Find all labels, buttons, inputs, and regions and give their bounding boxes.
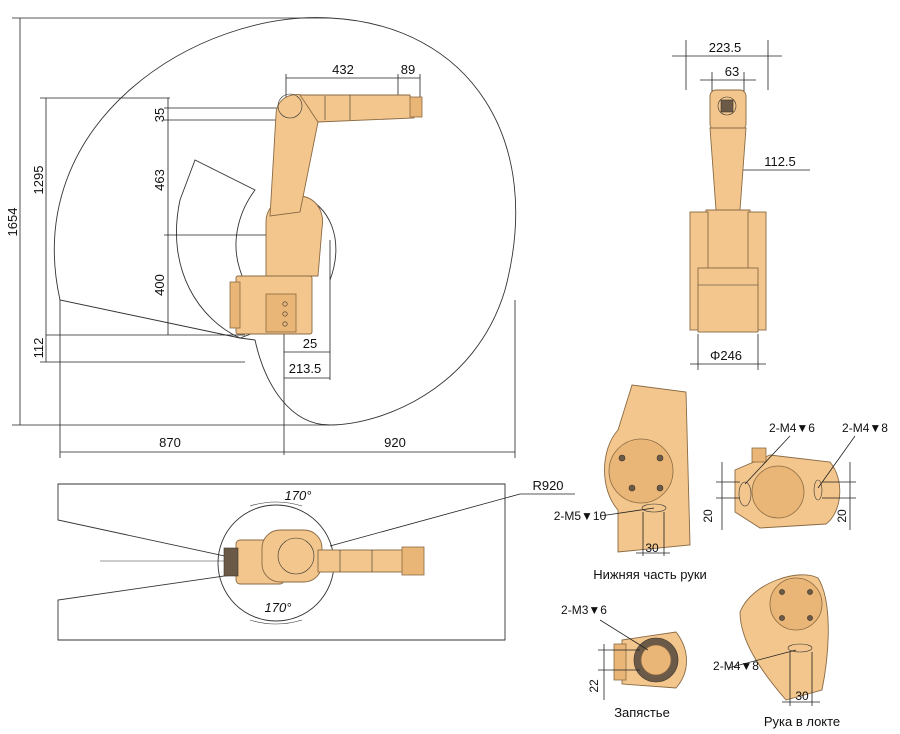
side-view-robot bbox=[229, 93, 423, 335]
wrist-detail bbox=[598, 619, 687, 700]
dim-r920: R920 bbox=[532, 478, 563, 493]
dim-20-right: 20 bbox=[835, 509, 849, 523]
dim-30-elbow: 30 bbox=[795, 689, 809, 703]
label-m5: 2-M5▼10 bbox=[554, 509, 607, 523]
dim-1295: 1295 bbox=[31, 166, 46, 195]
dim-112: 112 bbox=[31, 338, 46, 359]
side-view-dimension-lines bbox=[12, 17, 516, 458]
dim-phi246: Φ246 bbox=[710, 348, 742, 363]
arm-side-detail bbox=[716, 435, 856, 530]
dim-1654: 1654 bbox=[5, 208, 20, 237]
dim-920: 920 bbox=[384, 435, 406, 450]
lower-arm-detail bbox=[599, 384, 691, 556]
label-m3: 2-M3▼6 bbox=[561, 603, 607, 617]
dim-112-5: 112.5 bbox=[764, 154, 796, 169]
dim-63: 63 bbox=[725, 64, 739, 79]
dim-870: 870 bbox=[159, 435, 181, 450]
dim-213-5: 213.5 bbox=[289, 361, 322, 376]
caption-elbow: Рука в локте bbox=[764, 714, 840, 729]
dim-223-5: 223.5 bbox=[709, 40, 742, 55]
dim-30-lower: 30 bbox=[645, 541, 659, 555]
label-m4-6: 2-M4▼6 bbox=[769, 421, 815, 435]
angle-170-bottom: 170° bbox=[265, 600, 292, 615]
label-m4-8-top: 2-M4▼8 bbox=[842, 421, 888, 435]
dim-25: 25 bbox=[303, 336, 317, 351]
label-m4-8-elbow: 2-M4▼8 bbox=[713, 659, 759, 673]
dim-463: 463 bbox=[152, 169, 167, 191]
caption-wrist: Запястье bbox=[614, 705, 670, 720]
dim-35: 35 bbox=[152, 108, 167, 122]
angle-170-top: 170° bbox=[285, 488, 312, 503]
dim-432: 432 bbox=[332, 62, 354, 77]
dim-22: 22 bbox=[587, 679, 601, 693]
front-view-robot bbox=[672, 40, 810, 370]
top-view-robot bbox=[223, 529, 425, 585]
dim-20-left: 20 bbox=[701, 509, 715, 523]
dim-89: 89 bbox=[401, 62, 415, 77]
elbow-detail bbox=[727, 574, 829, 706]
dim-400: 400 bbox=[152, 274, 167, 296]
caption-lower-arm: Нижняя часть руки bbox=[593, 567, 707, 582]
